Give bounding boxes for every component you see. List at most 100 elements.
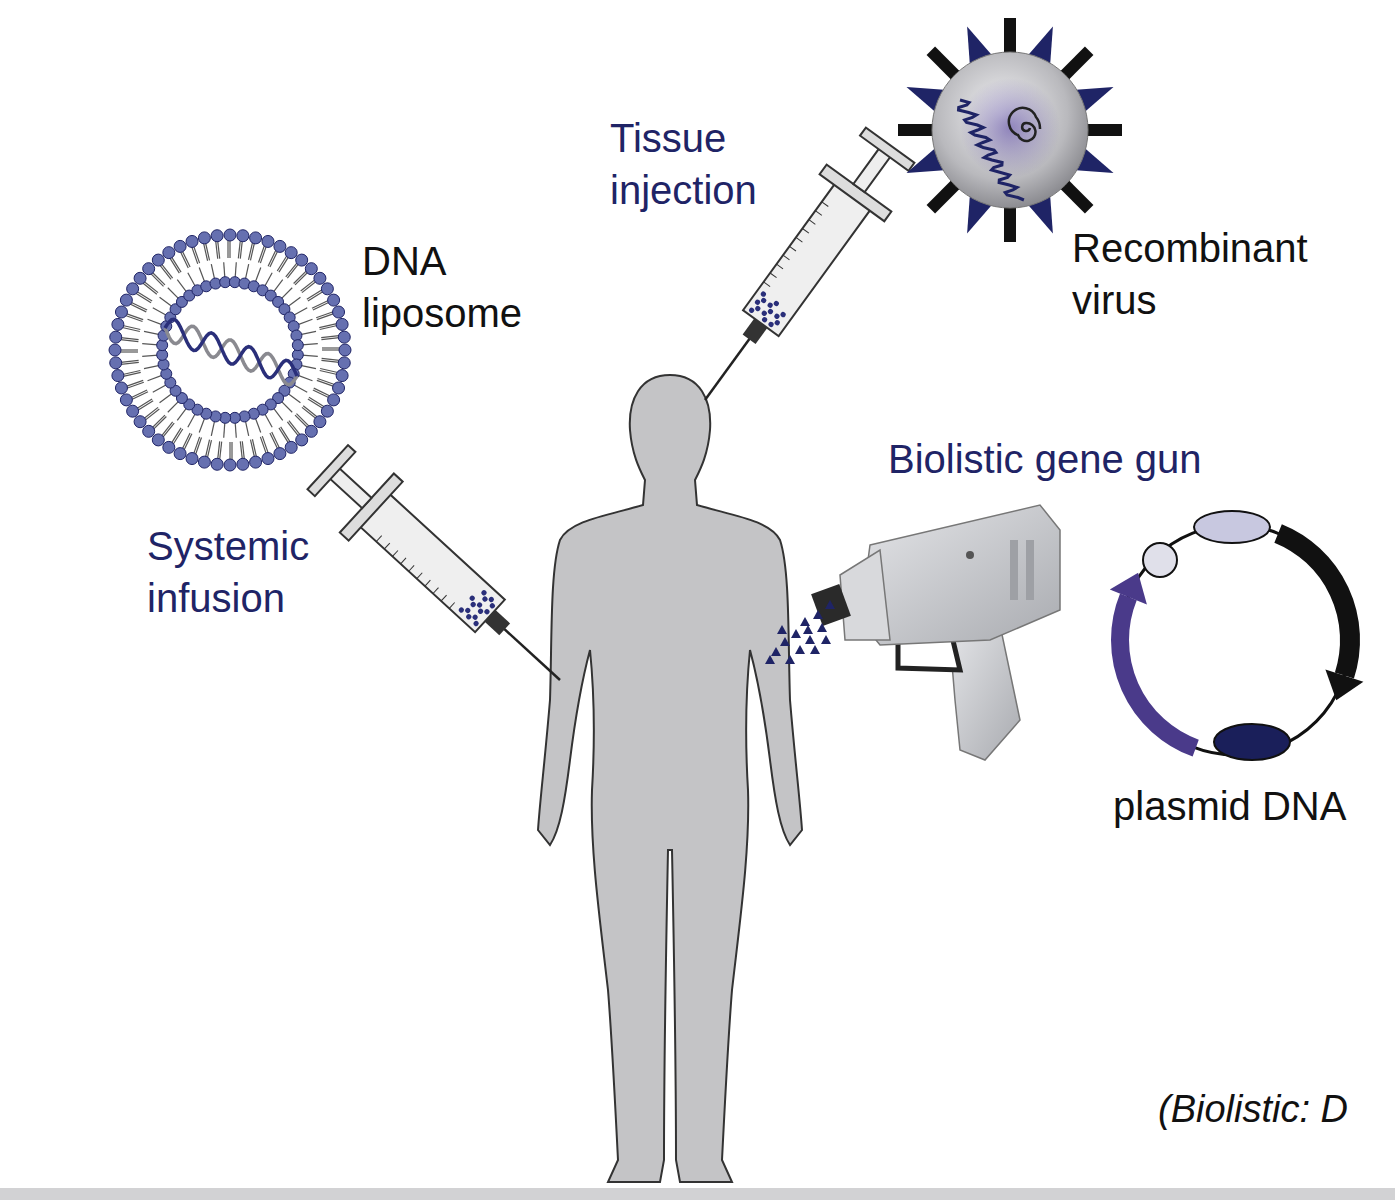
scale-tick	[822, 202, 828, 207]
lipid-tail	[288, 393, 301, 403]
liquid-dot	[761, 310, 768, 317]
lipid-head	[321, 405, 333, 417]
needle	[502, 627, 560, 680]
vector-label: DNA liposome	[362, 235, 562, 339]
liquid-dot	[774, 319, 781, 326]
lipid-tail	[272, 432, 280, 448]
lipid-head	[338, 331, 350, 343]
liquid-dot	[464, 607, 471, 614]
liquid-dot	[476, 601, 483, 608]
lipid-tail	[171, 428, 181, 443]
lipid-tail	[265, 273, 273, 287]
lipid-tail	[220, 442, 222, 460]
lipid-tail	[252, 439, 256, 457]
lipid-tail	[322, 358, 340, 360]
lipid-head	[237, 458, 249, 470]
lipid-head	[127, 405, 139, 417]
lipid-tail	[152, 415, 165, 428]
scale-tick	[770, 273, 776, 278]
lipid-tail	[211, 264, 214, 280]
lipid-head	[274, 240, 286, 252]
lipid-tail	[142, 355, 158, 356]
gene-gun	[811, 505, 1060, 760]
method-label: Biolistic gene gun	[888, 433, 1308, 485]
lipid-tail	[199, 268, 205, 283]
lipid-tail	[245, 264, 248, 280]
lipid-tail	[227, 240, 228, 258]
lipid-tail	[188, 413, 196, 427]
liquid-dot	[472, 620, 479, 627]
dna-particle	[810, 645, 820, 654]
lipid-head	[336, 318, 348, 330]
lipid-tail	[132, 392, 148, 400]
lipid-tail	[273, 408, 283, 421]
syringe	[301, 438, 587, 710]
lipid-head	[163, 247, 175, 259]
lipid-tail	[300, 365, 316, 368]
lipid-tail	[308, 399, 323, 409]
lipid-head	[321, 283, 333, 295]
scale-tick	[441, 595, 446, 601]
lipid-head	[339, 344, 351, 356]
scale-tick	[815, 211, 821, 216]
lipid-head	[163, 441, 175, 453]
lipid-tail	[279, 428, 289, 443]
lipid-tail	[235, 422, 236, 438]
lipid-tail	[151, 274, 164, 287]
lipid-tail	[297, 319, 312, 325]
lipid-tail	[308, 291, 323, 301]
lipid-tail	[160, 297, 173, 307]
lipid-tail	[268, 250, 276, 266]
lipid-head	[292, 340, 303, 351]
dna-particle	[813, 610, 823, 619]
lipid-tail	[160, 265, 171, 279]
dna-particle	[771, 647, 781, 656]
lipid-tail	[196, 437, 202, 454]
lipid-tail	[258, 246, 264, 263]
needle-hub	[743, 317, 769, 344]
lipid-head	[336, 370, 348, 382]
lipid-tail	[322, 349, 340, 350]
footnote: (Biolistic: D	[1158, 1083, 1395, 1135]
lipid-tail	[316, 312, 333, 318]
liquid-dot	[489, 602, 496, 609]
lipid-tail	[300, 331, 316, 334]
liquid-dot	[748, 307, 755, 314]
lipid-tail	[307, 290, 322, 300]
scale-tick	[809, 220, 815, 225]
lipid-tail	[177, 408, 187, 421]
lipid-head	[211, 458, 223, 470]
dna-particle	[765, 655, 775, 664]
scale-tick	[401, 558, 406, 564]
plasmid-element	[1194, 511, 1270, 543]
lipid-head	[186, 235, 198, 247]
gene-arrow	[1278, 533, 1350, 675]
lipid-tail	[161, 264, 172, 278]
lipid-tail	[224, 422, 225, 438]
lipid-tail	[279, 257, 289, 272]
lipid-tail	[144, 281, 158, 292]
lipid-tail	[309, 397, 324, 407]
liquid-dot	[761, 316, 768, 323]
needle-hub	[483, 609, 510, 636]
liquid-dot	[469, 595, 476, 602]
scale-tick	[789, 246, 795, 251]
dna-particle	[795, 645, 805, 654]
lipid-tail	[314, 388, 330, 396]
liquid-dot	[483, 608, 490, 615]
lipid-tail	[173, 429, 183, 444]
lipid-head	[211, 230, 223, 242]
lipid-head	[224, 229, 236, 241]
lipid-head	[120, 294, 132, 306]
lipid-tail	[127, 382, 144, 388]
lipid-head	[109, 344, 121, 356]
dna-particle	[780, 637, 790, 646]
syringe-flange	[820, 165, 892, 222]
lipid-head	[250, 456, 262, 468]
lipid-tail	[302, 281, 316, 292]
lipid-head	[112, 318, 124, 330]
lipid-tail	[312, 300, 328, 308]
lipid-head	[143, 263, 155, 275]
lipid-head	[285, 441, 297, 453]
